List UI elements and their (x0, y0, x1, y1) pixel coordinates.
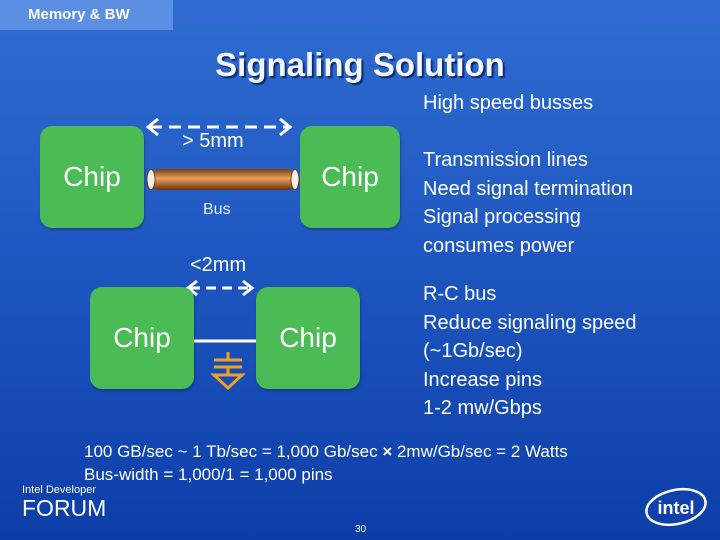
bullet-line: Signal processing (423, 206, 581, 228)
idf-brand-small: Intel Developer (22, 484, 96, 496)
chip-label: Chip (279, 322, 337, 353)
intel-logo-text: intel (657, 498, 694, 518)
bullet-line: R-C bus (423, 283, 497, 305)
bullet-line: High speed busses (423, 92, 594, 114)
distance-arrow-long (145, 117, 293, 137)
bullet-line: 1-2 mw/Gbps (423, 397, 542, 419)
ground-symbol (210, 352, 246, 391)
slide-title: Signaling Solution (215, 46, 505, 83)
bottom-summary: 100 GB/sec ~ 1 Tb/sec = 1,000 Gb/sec × 2… (84, 440, 568, 486)
bullet-line: (~1Gb/sec) (423, 340, 523, 362)
chip-label: Chip (63, 161, 121, 192)
chip-top-left: Chip (40, 126, 144, 228)
bottom-line-2: Bus-width = 1,000/1 = 1,000 pins (84, 465, 333, 484)
bullet-line: Transmission lines (423, 149, 588, 171)
bullet-group-1: High speed busses Transmission lines Nee… (423, 89, 633, 260)
bullet-line: Reduce signaling speed (423, 311, 637, 334)
idf-logo: Intel Developer FORUM (22, 484, 106, 520)
page-number: 30 (355, 524, 367, 535)
bus-label: Bus (203, 201, 231, 218)
idf-brand-big: FORUM (22, 495, 107, 521)
bottom-line-1-a: 100 GB/sec ~ 1 Tb/sec = 1,000 Gb/sec (84, 442, 383, 461)
bullet-line: consumes power (423, 234, 575, 257)
times-symbol: × (382, 442, 393, 461)
distance-short-label: <2mm (190, 254, 247, 276)
chip-label: Chip (321, 161, 379, 192)
bullet-group-2: R-C bus Reduce signaling speed (~1Gb/sec… (423, 280, 637, 423)
chip-top-right: Chip (300, 126, 400, 228)
bullet-line: Need signal termination (423, 177, 634, 200)
distance-long-label: > 5mm (182, 130, 244, 152)
bullet-line: Increase pins (423, 368, 542, 391)
section-tab: Memory & BW (0, 0, 173, 30)
chip-bottom-right: Chip (256, 287, 360, 389)
chip-bottom-left: Chip (90, 287, 194, 389)
bus-cable (146, 169, 300, 190)
bottom-line-1: 100 GB/sec ~ 1 Tb/sec = 1,000 Gb/sec × 2… (84, 440, 568, 463)
chip-label: Chip (113, 322, 171, 353)
bottom-line-1-b: 2mw/Gb/sec = 2 Watts (392, 442, 568, 461)
